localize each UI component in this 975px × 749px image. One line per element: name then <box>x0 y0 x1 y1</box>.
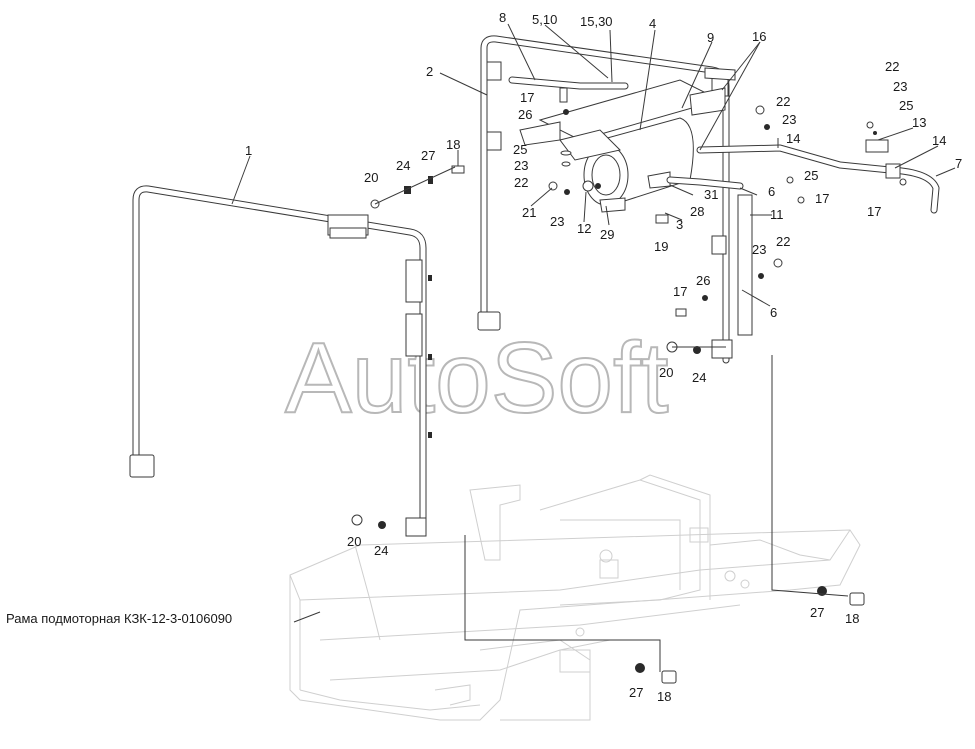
sub-motor-frame <box>289 474 861 721</box>
callout-4: 4 <box>649 16 656 31</box>
callout-31: 31 <box>704 187 718 202</box>
callout-17-c: 17 <box>867 204 881 219</box>
callout-29: 29 <box>600 227 614 242</box>
leader-lines <box>231 23 956 623</box>
callout-16: 16 <box>752 29 766 44</box>
frame-caption: Рама подмоторная КЗК-12-3-0106090 <box>6 611 232 626</box>
watermark-text: AutoSoft <box>285 322 669 434</box>
callout-27-a: 27 <box>421 148 435 163</box>
callout-23-a: 23 <box>514 158 528 173</box>
callout-23-b: 23 <box>550 214 564 229</box>
callout-18-b: 18 <box>845 611 859 626</box>
callout-14-b: 14 <box>932 133 946 148</box>
callout-2: 2 <box>426 64 433 79</box>
callout-24-a: 24 <box>396 158 410 173</box>
callout-17-b: 17 <box>815 191 829 206</box>
callout-22-a: 22 <box>514 175 528 190</box>
callout-8: 8 <box>499 10 506 25</box>
callout-22-b: 22 <box>776 94 790 109</box>
callout-20-a: 20 <box>364 170 378 185</box>
callout-23-c: 23 <box>782 112 796 127</box>
callout-19: 19 <box>654 239 668 254</box>
callout-17-d: 17 <box>673 284 687 299</box>
callout-9: 9 <box>707 30 714 45</box>
callout-18-c: 18 <box>657 689 671 704</box>
hoses <box>508 76 940 336</box>
assembly-lines <box>374 166 849 672</box>
callout-25-b: 25 <box>804 168 818 183</box>
callout-24-b: 24 <box>692 370 706 385</box>
callout-11: 11 <box>770 207 784 222</box>
callout-17-a: 17 <box>520 90 534 105</box>
callout-7: 7 <box>955 156 962 171</box>
callout-25-c: 25 <box>899 98 913 113</box>
callout-24-c: 24 <box>374 543 388 558</box>
callout-27-c: 27 <box>629 685 643 700</box>
callout-22-c: 22 <box>885 59 899 74</box>
callout-23-e: 23 <box>752 242 766 257</box>
callout-6-b: 6 <box>770 305 777 320</box>
callout-23-d: 23 <box>893 79 907 94</box>
callout-12: 12 <box>577 221 591 236</box>
callout-3: 3 <box>676 217 683 232</box>
callout-25-a: 25 <box>513 142 527 157</box>
callout-15-30: 15,30 <box>580 14 613 29</box>
callout-20-b: 20 <box>659 365 673 380</box>
callout-13: 13 <box>912 115 926 130</box>
callout-labels: 1 2 8 5,10 15,30 4 9 16 17 26 25 23 22 2… <box>245 10 962 704</box>
callout-26-b: 26 <box>696 273 710 288</box>
callout-5-10: 5,10 <box>532 12 557 27</box>
callout-6-a: 6 <box>768 184 775 199</box>
callout-22-d: 22 <box>776 234 790 249</box>
callout-26-a: 26 <box>518 107 532 122</box>
callout-21: 21 <box>522 205 536 220</box>
callout-20-c: 20 <box>347 534 361 549</box>
callout-27-b: 27 <box>810 605 824 620</box>
callout-28: 28 <box>690 204 704 219</box>
callout-14-a: 14 <box>786 131 800 146</box>
callout-18-a: 18 <box>446 137 460 152</box>
hoop-1 <box>129 185 432 537</box>
callout-1: 1 <box>245 143 252 158</box>
